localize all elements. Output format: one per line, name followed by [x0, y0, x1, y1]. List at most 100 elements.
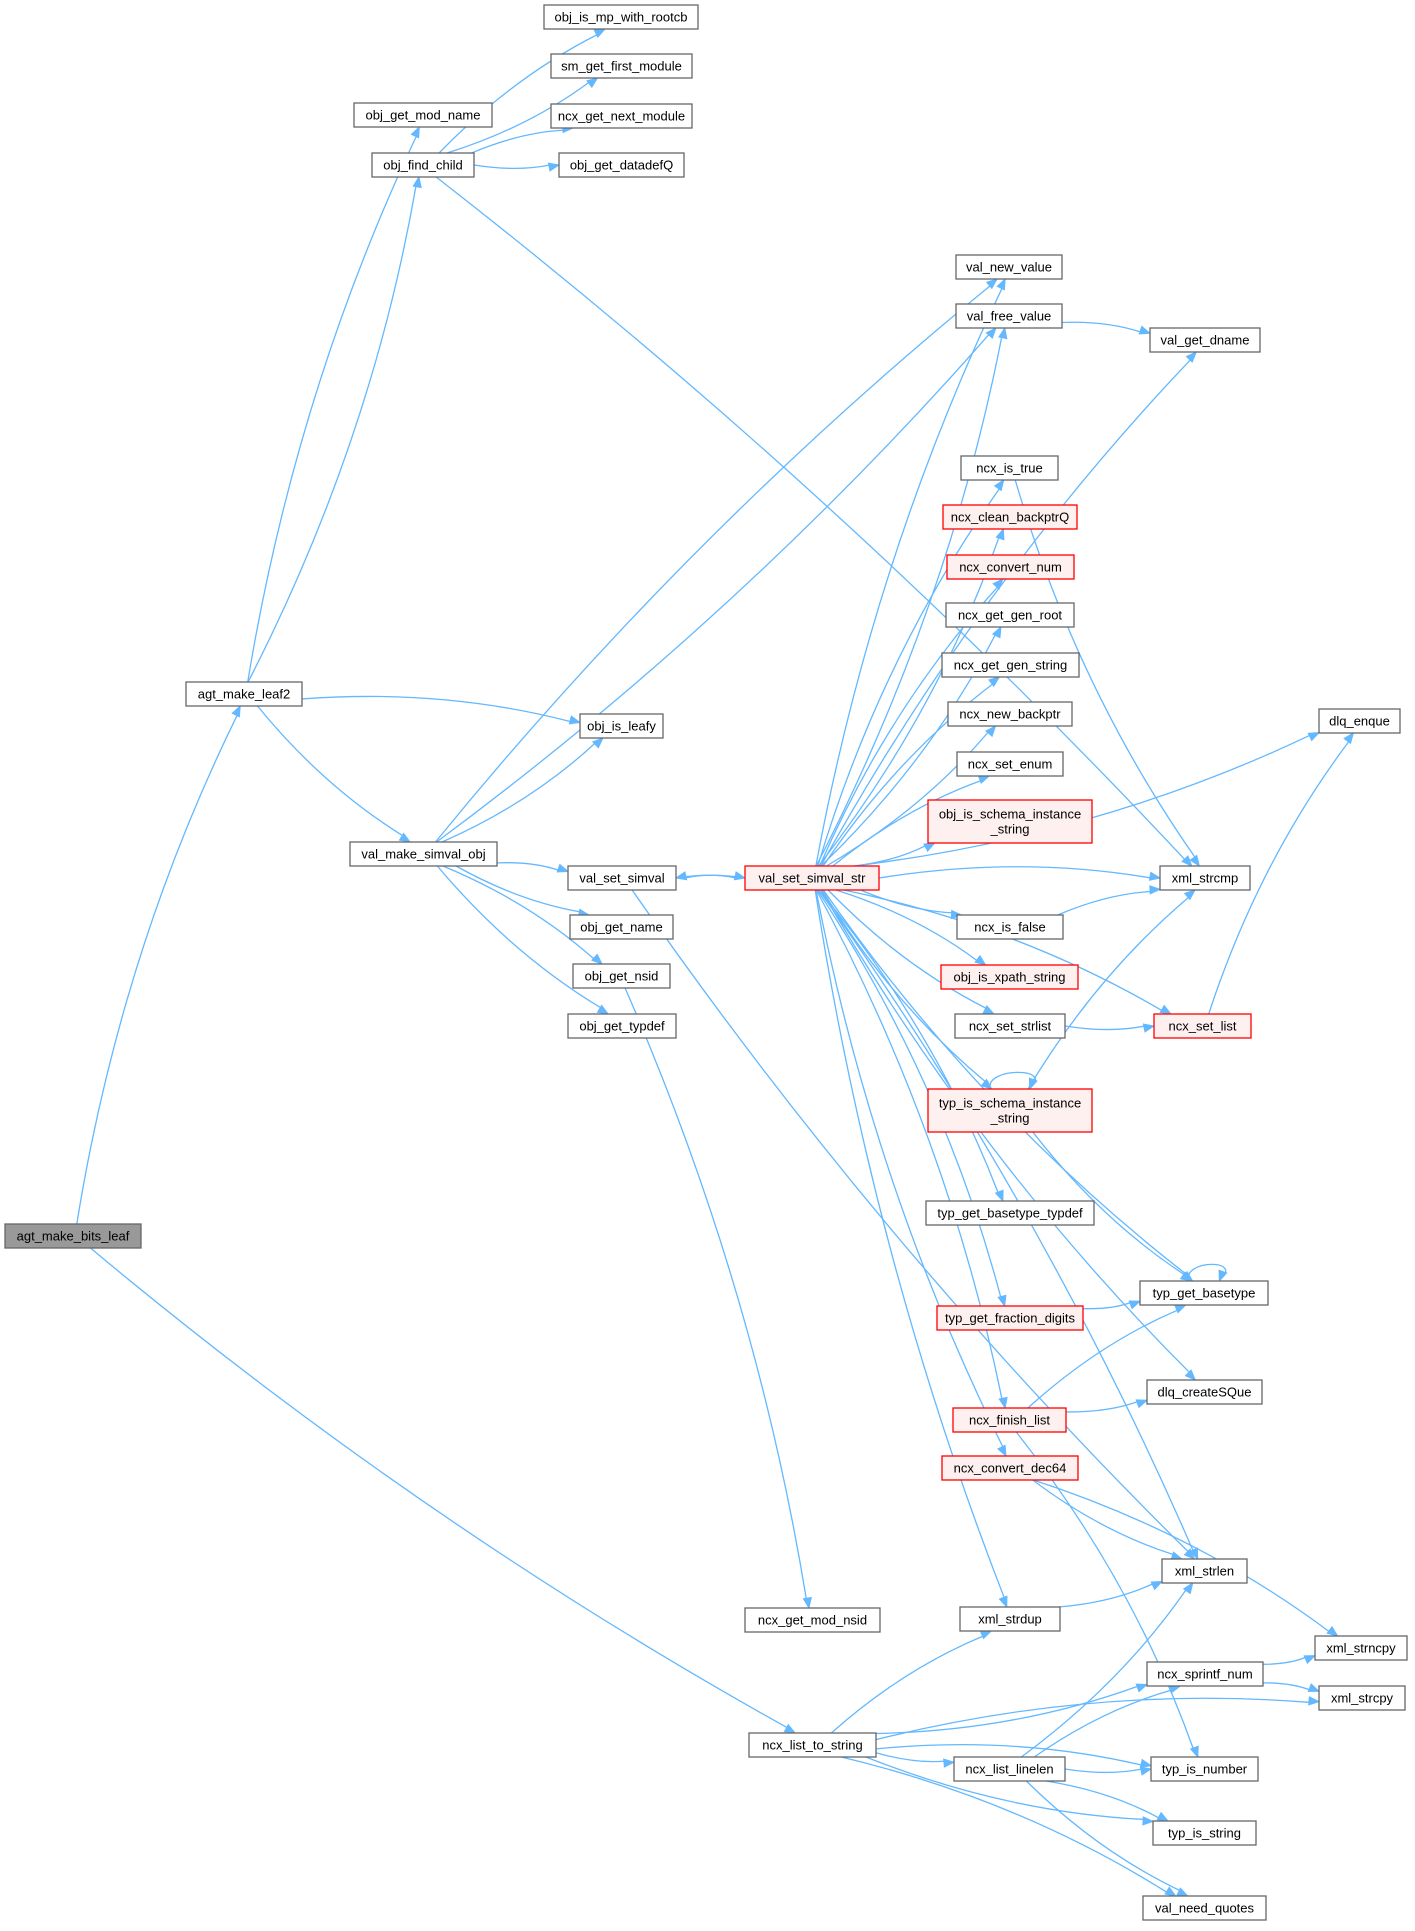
- node-val-set-simval-str[interactable]: val_set_simval_str: [744, 865, 880, 891]
- node-xml-strdup[interactable]: xml_strdup: [959, 1606, 1061, 1632]
- edge-val_set_simval_str-to-val_set_simval: [674, 871, 746, 881]
- edge-val_set_simval_str-to-typ_get_fraction_digits: [816, 889, 1007, 1308]
- node-label: val_set_simval: [579, 871, 664, 886]
- edge-agt_make_leaf2-to-obj_find_child: [247, 175, 422, 683]
- node-obj-get-nsid[interactable]: obj_get_nsid: [572, 963, 671, 989]
- node-box: [953, 1756, 1066, 1782]
- node-dlq-enque[interactable]: dlq_enque: [1318, 708, 1401, 734]
- node-ncx-set-list[interactable]: ncx_set_list: [1153, 1013, 1252, 1039]
- node-ncx-list-to-string[interactable]: ncx_list_to_string: [748, 1732, 877, 1758]
- node-box: [954, 1013, 1066, 1039]
- node-label: ncx_sprintf_num: [1157, 1667, 1252, 1682]
- edge-ncx_list_to_string-to-val_need_quotes: [841, 1756, 1177, 1897]
- node-label: ncx_is_true: [976, 461, 1042, 476]
- node-label: ncx_is_false: [974, 920, 1046, 935]
- node-ncx-clean-backptrQ[interactable]: ncx_clean_backptrQ: [942, 504, 1078, 530]
- node-val-free-value[interactable]: val_free_value: [955, 303, 1063, 329]
- node-ncx-list-linelen[interactable]: ncx_list_linelen: [953, 1756, 1066, 1782]
- node-box: [956, 751, 1064, 777]
- node-ncx-is-true[interactable]: ncx_is_true: [960, 455, 1059, 481]
- edge-val_set_simval-to-xml_strlen: [631, 889, 1196, 1560]
- node-ncx-set-enum[interactable]: ncx_set_enum: [956, 751, 1064, 777]
- node-dlq-createSQue[interactable]: dlq_createSQue: [1146, 1379, 1263, 1405]
- node-label: dlq_enque: [1329, 714, 1390, 729]
- node-obj-get-datadefQ[interactable]: obj_get_datadefQ: [558, 152, 685, 178]
- edge-val_make_simval_obj-to-val_new_value: [434, 278, 999, 843]
- node-label: ncx_get_mod_nsid: [758, 1613, 867, 1628]
- node-box: [1149, 327, 1261, 353]
- node-xml-strcmp[interactable]: xml_strcmp: [1159, 865, 1251, 891]
- node-ncx-get-next-module[interactable]: ncx_get_next_module: [550, 103, 693, 129]
- node-xml-strlen[interactable]: xml_strlen: [1161, 1558, 1248, 1584]
- node-agt-make-leaf2[interactable]: agt_make_leaf2: [185, 681, 303, 707]
- edge-val_set_simval_str-to-ncx_new_backptr: [826, 724, 997, 867]
- node-typ-get-basetype[interactable]: typ_get_basetype: [1139, 1280, 1269, 1306]
- node-ncx-set-strlist[interactable]: ncx_set_strlist: [954, 1013, 1066, 1039]
- edge-val_set_simval_str-to-xml_strcmp: [878, 866, 1162, 881]
- node-label: ncx_get_next_module: [558, 109, 685, 124]
- node-label: obj_is_leafy: [587, 719, 656, 734]
- node-ncx-sprintf-num[interactable]: ncx_sprintf_num: [1146, 1661, 1264, 1687]
- node-label: ncx_convert_dec64: [954, 1461, 1067, 1476]
- node-label: dlq_createSQue: [1158, 1385, 1252, 1400]
- node-typ-get-fraction-digits[interactable]: typ_get_fraction_digits: [936, 1305, 1084, 1331]
- node-ncx-convert-dec64[interactable]: ncx_convert_dec64: [941, 1455, 1079, 1481]
- edge-obj_find_child-to-xml_strcmp: [435, 176, 1193, 867]
- node-val-make-simval-obj[interactable]: val_make_simval_obj: [349, 841, 498, 867]
- node-ncx-convert-num[interactable]: ncx_convert_num: [946, 554, 1075, 580]
- node-obj-find-child[interactable]: obj_find_child: [371, 152, 475, 178]
- node-ncx-get-gen-string[interactable]: ncx_get_gen_string: [941, 652, 1080, 678]
- node-typ-is-string[interactable]: typ_is_string: [1152, 1820, 1257, 1846]
- node-typ-get-basetype-typdef[interactable]: typ_get_basetype_typdef: [925, 1200, 1095, 1226]
- node-label: ncx_list_to_string: [762, 1738, 862, 1753]
- node-typ-is-schema-instance-string[interactable]: typ_is_schema_instance_string: [927, 1088, 1093, 1133]
- node-label: obj_get_mod_name: [366, 108, 481, 123]
- node-box: [550, 103, 693, 129]
- node-ncx-get-mod-nsid[interactable]: ncx_get_mod_nsid: [744, 1607, 881, 1633]
- node-label: xml_strdup: [978, 1612, 1042, 1627]
- node-ncx-new-backptr[interactable]: ncx_new_backptr: [947, 701, 1073, 727]
- node-obj-get-mod-name[interactable]: obj_get_mod_name: [353, 102, 493, 128]
- call-nodes: agt_make_bits_leaf agt_make_leaf2 obj_get_…: [4, 4, 1408, 1921]
- node-label: val_new_value: [966, 260, 1052, 275]
- node-box: [185, 681, 303, 707]
- node-obj-is-leafy[interactable]: obj_is_leafy: [579, 713, 664, 739]
- node-val-need-quotes[interactable]: val_need_quotes: [1142, 1895, 1267, 1921]
- node-val-new-value[interactable]: val_new_value: [955, 254, 1063, 280]
- node-agt-make-bits-leaf[interactable]: agt_make_bits_leaf: [4, 1223, 142, 1249]
- node-typ-is-number[interactable]: typ_is_number: [1150, 1756, 1259, 1782]
- node-ncx-finish-list[interactable]: ncx_finish_list: [952, 1407, 1067, 1433]
- node-sm-get-first-module[interactable]: sm_get_first_module: [550, 53, 693, 79]
- node-obj-get-typdef[interactable]: obj_get_typdef: [567, 1013, 677, 1039]
- node-box: [952, 1407, 1067, 1433]
- node-label: ncx_set_list: [1169, 1019, 1237, 1034]
- node-box: [543, 4, 699, 30]
- node-box: [1146, 1661, 1264, 1687]
- node-label: xml_strlen: [1175, 1564, 1234, 1579]
- edge-ncx_convert_dec64-to-xml_strncpy: [1033, 1479, 1339, 1637]
- node-xml-strcpy[interactable]: xml_strcpy: [1318, 1685, 1406, 1711]
- node-obj-get-name[interactable]: obj_get_name: [569, 914, 674, 940]
- node-ncx-is-false[interactable]: ncx_is_false: [956, 914, 1064, 940]
- node-label: _string: [989, 1111, 1029, 1126]
- node-label: ncx_clean_backptrQ: [951, 510, 1070, 525]
- node-label: agt_make_bits_leaf: [17, 1229, 130, 1244]
- node-xml-strncpy[interactable]: xml_strncpy: [1314, 1635, 1408, 1661]
- edge-ncx_convert_dec64-to-xml_strlen: [1032, 1479, 1184, 1561]
- node-obj-is-xpath-string[interactable]: obj_is_xpath_string: [940, 964, 1079, 990]
- node-val-get-dname[interactable]: val_get_dname: [1149, 327, 1261, 353]
- node-box: [748, 1732, 877, 1758]
- node-box: [1152, 1820, 1257, 1846]
- node-label: obj_get_datadefQ: [570, 158, 673, 173]
- edge-obj_find_child-to-obj_is_mp_with_rootcb: [438, 28, 607, 154]
- node-obj-is-schema-instance-string[interactable]: obj_is_schema_instance_string: [927, 799, 1093, 844]
- node-box: [349, 841, 498, 867]
- node-obj-is-mp-with-rootcb[interactable]: obj_is_mp_with_rootcb: [543, 4, 699, 30]
- node-ncx-get-gen-root[interactable]: ncx_get_gen_root: [945, 602, 1075, 628]
- node-label: agt_make_leaf2: [198, 687, 291, 702]
- node-label: ncx_finish_list: [969, 1413, 1050, 1428]
- node-val-set-simval[interactable]: val_set_simval: [567, 865, 677, 891]
- node-box: [1314, 1635, 1408, 1661]
- node-label: obj_get_name: [580, 920, 662, 935]
